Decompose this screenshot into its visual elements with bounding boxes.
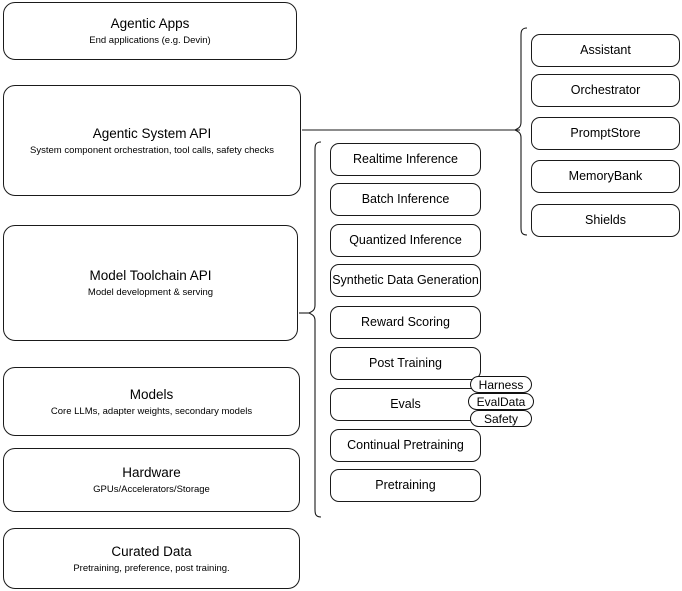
component-label: MemoryBank bbox=[568, 169, 643, 183]
layer-subtitle: End applications (e.g. Devin) bbox=[89, 35, 211, 46]
tag-label: Safety bbox=[483, 411, 519, 426]
component-label: Assistant bbox=[580, 43, 631, 57]
tag-label: EvalData bbox=[476, 394, 526, 409]
layer-hardware[interactable]: Hardware GPUs/Accelerators/Storage bbox=[3, 448, 300, 512]
component-label: PromptStore bbox=[570, 126, 641, 140]
layer-title: Models bbox=[129, 386, 174, 402]
component-orchestrator[interactable]: Orchestrator bbox=[531, 74, 680, 107]
component-assistant[interactable]: Assistant bbox=[531, 34, 680, 67]
layer-title: Curated Data bbox=[111, 543, 192, 559]
layer-models[interactable]: Models Core LLMs, adapter weights, secon… bbox=[3, 367, 300, 436]
tag-label: Harness bbox=[478, 377, 524, 392]
component-label: Reward Scoring bbox=[361, 315, 450, 329]
component-label: Orchestrator bbox=[570, 83, 641, 97]
tag-safety[interactable]: Safety bbox=[470, 410, 532, 427]
component-synthetic-data-generation[interactable]: Synthetic Data Generation bbox=[330, 264, 481, 297]
layer-agentic-system-api[interactable]: Agentic System API System component orch… bbox=[3, 85, 301, 196]
layer-subtitle: Model development & serving bbox=[87, 287, 214, 298]
tag-evaldata[interactable]: EvalData bbox=[468, 393, 534, 410]
component-label: Evals bbox=[390, 397, 421, 411]
component-label: Batch Inference bbox=[361, 192, 450, 206]
component-quantized-inference[interactable]: Quantized Inference bbox=[330, 224, 481, 257]
layer-subtitle: Core LLMs, adapter weights, secondary mo… bbox=[50, 405, 253, 417]
component-shields[interactable]: Shields bbox=[531, 204, 680, 237]
component-batch-inference[interactable]: Batch Inference bbox=[330, 183, 481, 216]
layer-model-toolchain-api[interactable]: Model Toolchain API Model development & … bbox=[3, 225, 298, 341]
component-reward-scoring[interactable]: Reward Scoring bbox=[330, 306, 481, 339]
component-label: Pretraining bbox=[375, 478, 436, 492]
component-memorybank[interactable]: MemoryBank bbox=[531, 160, 680, 193]
component-label: Realtime Inference bbox=[353, 152, 458, 166]
component-post-training[interactable]: Post Training bbox=[330, 347, 481, 380]
layer-subtitle: GPUs/Accelerators/Storage bbox=[93, 484, 210, 495]
layer-agentic-apps[interactable]: Agentic Apps End applications (e.g. Devi… bbox=[3, 2, 297, 60]
brace-toolchain-components bbox=[307, 141, 322, 518]
layer-subtitle: Pretraining, preference, post training. bbox=[73, 562, 230, 574]
layer-title: Agentic System API bbox=[92, 125, 212, 141]
component-pretraining[interactable]: Pretraining bbox=[330, 469, 481, 502]
tag-harness[interactable]: Harness bbox=[470, 376, 532, 393]
component-label: Continual Pretraining bbox=[347, 438, 464, 452]
layer-title: Agentic Apps bbox=[110, 16, 190, 31]
component-promptstore[interactable]: PromptStore bbox=[531, 117, 680, 150]
component-label: Shields bbox=[585, 213, 626, 227]
layer-subtitle: System component orchestration, tool cal… bbox=[30, 144, 274, 156]
layer-title: Hardware bbox=[122, 465, 181, 480]
component-realtime-inference[interactable]: Realtime Inference bbox=[330, 143, 481, 176]
layer-curated-data[interactable]: Curated Data Pretraining, preference, po… bbox=[3, 528, 300, 589]
brace-agentic-components bbox=[513, 27, 528, 236]
layer-title: Model Toolchain API bbox=[89, 268, 212, 283]
component-continual-pretraining[interactable]: Continual Pretraining bbox=[330, 429, 481, 462]
component-evals[interactable]: Evals bbox=[330, 388, 481, 421]
component-label: Synthetic Data Generation bbox=[332, 273, 479, 287]
component-label: Post Training bbox=[369, 356, 442, 370]
component-label: Quantized Inference bbox=[349, 233, 462, 247]
